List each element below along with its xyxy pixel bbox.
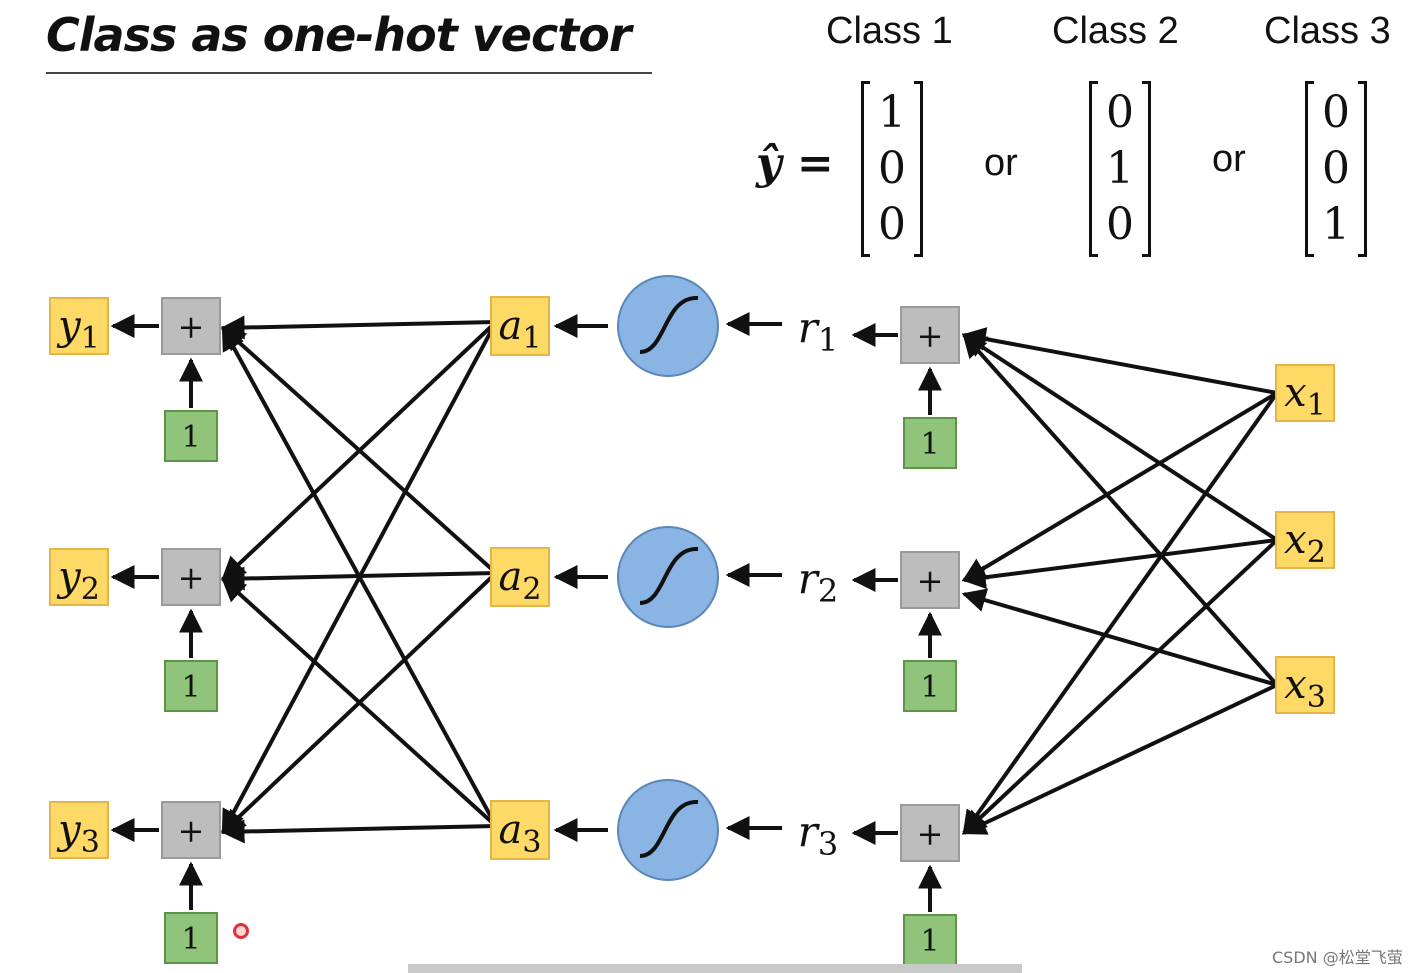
sigmoid-curve-icon <box>639 295 699 354</box>
sum-node-left-2 <box>161 548 221 606</box>
input-label-x3: x3 <box>1284 662 1326 715</box>
weight-edge-x3-sum1 <box>962 333 1279 687</box>
class-2-label: Class 2 <box>1052 10 1179 52</box>
one-hot-matrix-class-3: 0 0 1 <box>1305 81 1367 257</box>
weight-edge-x2-sum3 <box>962 538 1279 835</box>
bias-value: 1 <box>920 427 939 462</box>
input-node-x2 <box>1275 511 1335 569</box>
hidden-node-a1 <box>490 296 550 356</box>
sigmoid-curve-icon <box>639 546 699 605</box>
sum-symbol: + <box>917 317 944 355</box>
bias-value: 1 <box>920 924 939 959</box>
weight-edge-a3-sum1 <box>221 325 498 827</box>
output-label-y3: y3 <box>56 807 100 860</box>
weight-edge-a3-sum2 <box>221 577 498 828</box>
hidden-label-a1: a1 <box>499 303 542 356</box>
class-3-label: Class 3 <box>1264 10 1391 52</box>
weight-edge-x1-sum2 <box>961 391 1279 582</box>
weight-edge-a1-sum1 <box>220 315 497 340</box>
weight-edge-a3-sum3 <box>220 819 497 844</box>
one-hot-matrix-class-1: 1 0 0 <box>861 81 923 257</box>
bias-value: 1 <box>181 670 200 705</box>
bias-value: 1 <box>181 922 200 957</box>
bias-value: 1 <box>920 670 939 705</box>
output-label-y1: y1 <box>56 303 100 356</box>
weight-edge-x2-sum1 <box>961 333 1279 542</box>
weight-edge-x1-sum3 <box>962 391 1279 835</box>
title-underline <box>46 72 652 74</box>
weight-edge-x3-sum2 <box>961 588 1278 687</box>
hidden-node-a2 <box>490 547 550 607</box>
horizontal-scrollbar[interactable] <box>408 964 1022 973</box>
cursor-indicator <box>233 923 249 939</box>
sum-symbol: + <box>178 308 205 346</box>
matrix-cell: 0 <box>1322 87 1350 138</box>
sigmoid-node-2 <box>617 526 719 628</box>
hidden-node-a3 <box>490 800 550 860</box>
preactivation-label-r2: r2 <box>798 554 838 610</box>
sum-symbol: + <box>178 812 205 850</box>
matrix-cell: 0 <box>878 143 906 194</box>
weight-edge-x2-sum2 <box>961 538 1278 590</box>
sum-symbol: + <box>178 559 205 597</box>
bias-node-left-3 <box>164 912 218 964</box>
class-1-label: Class 1 <box>826 10 953 52</box>
sum-node-right-2 <box>900 551 960 609</box>
input-node-x3 <box>1275 656 1335 714</box>
sigmoid-node-3 <box>617 779 719 881</box>
sum-symbol: + <box>917 815 944 853</box>
bias-node-right-1 <box>903 417 957 469</box>
bias-value: 1 <box>181 420 200 455</box>
matrix-cell: 0 <box>878 199 906 250</box>
output-label-y2: y2 <box>56 554 100 607</box>
sigmoid-node-1 <box>617 275 719 377</box>
hidden-label-a2: a2 <box>499 554 542 607</box>
bias-node-right-2 <box>903 660 957 712</box>
watermark: CSDN @松堂飞萤 <box>1272 948 1403 967</box>
hidden-label-a3: a3 <box>499 807 542 860</box>
bias-node-left-1 <box>164 410 218 462</box>
or-text-1: or <box>984 142 1018 184</box>
y-hat-equals: ŷ = <box>756 138 834 189</box>
sum-symbol: + <box>917 562 944 600</box>
sum-node-right-1 <box>900 306 960 364</box>
bias-node-right-3 <box>903 914 957 966</box>
sum-node-left-1 <box>161 297 221 355</box>
matrix-cell: 0 <box>1106 199 1134 250</box>
matrix-cell: 1 <box>1106 143 1134 194</box>
preactivation-label-r1: r1 <box>798 303 838 359</box>
sum-node-right-3 <box>900 804 960 862</box>
matrix-cell: 1 <box>878 87 906 138</box>
output-node-y3 <box>49 801 109 859</box>
input-node-x1 <box>1275 364 1335 422</box>
bias-node-left-2 <box>164 660 218 712</box>
weight-edge-a2-sum1 <box>221 326 498 575</box>
matrix-cell: 0 <box>1106 87 1134 138</box>
sigmoid-curve-icon <box>639 799 699 858</box>
sum-node-left-3 <box>161 801 221 859</box>
output-node-y2 <box>49 548 109 606</box>
slide-title: Class as one-hot vector <box>46 8 632 62</box>
output-node-y1 <box>49 297 109 355</box>
weight-edge-x3-sum3 <box>961 683 1278 835</box>
weight-edge-x1-sum1 <box>961 327 1278 395</box>
preactivation-label-r3: r3 <box>798 807 838 863</box>
matrix-cell: 1 <box>1322 199 1350 250</box>
one-hot-matrix-class-2: 0 1 0 <box>1089 81 1151 257</box>
input-label-x1: x1 <box>1284 370 1326 423</box>
matrix-cell: 0 <box>1322 143 1350 194</box>
input-label-x2: x2 <box>1284 517 1326 570</box>
or-text-2: or <box>1212 138 1246 180</box>
